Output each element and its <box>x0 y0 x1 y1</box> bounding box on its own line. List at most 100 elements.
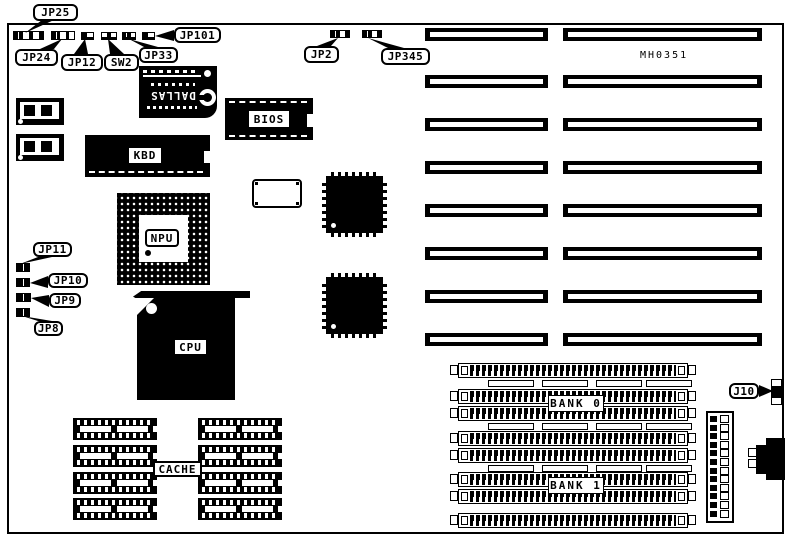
isa-slot-groove <box>430 294 543 299</box>
qfp-pins-left <box>322 282 326 329</box>
jumper-pin <box>23 279 29 286</box>
chip-pins-top <box>77 447 153 452</box>
simm-slot-gap <box>542 465 588 472</box>
bios-pins-top <box>229 101 307 103</box>
jumper-pin <box>17 294 24 301</box>
connector-hole <box>720 492 729 501</box>
simm-socket <box>458 363 688 378</box>
isa-slot <box>563 333 762 346</box>
simm-clip-right <box>678 392 685 401</box>
jumper-label-jp12: JP12 <box>61 54 103 71</box>
simm-slot-gap <box>542 423 588 430</box>
jumper-pin <box>82 33 88 37</box>
isa-slot <box>425 204 548 217</box>
qfp-pins-top <box>331 172 378 176</box>
chip-pins-bottom <box>77 460 153 465</box>
isa-slot <box>425 161 548 174</box>
jumper-pin <box>61 32 66 39</box>
bios-label: BIOS <box>248 110 290 128</box>
jp2-block <box>330 30 350 38</box>
chip-pins-top <box>202 473 278 479</box>
connector-pin <box>710 416 717 422</box>
jumper-pin <box>14 32 19 39</box>
dallas-logo-icon <box>199 89 216 106</box>
chip-label-area <box>80 453 111 459</box>
isa-slot-groove <box>430 251 543 256</box>
dallas-index-dot <box>204 70 211 77</box>
simm-pins-bottom <box>470 414 676 419</box>
simm-tab-right <box>688 491 696 501</box>
jumper-label-jp9: JP9 <box>49 293 81 308</box>
jumper-label-jp101: JP101 <box>174 27 221 43</box>
npu-pin1-dot <box>145 250 151 256</box>
chip-label-area <box>205 426 236 432</box>
simm-slot-gap <box>488 380 534 387</box>
isa-slot-groove <box>568 79 757 84</box>
chip-label-area <box>205 453 236 459</box>
jumper-pin <box>19 32 24 39</box>
qfp-index-dot <box>331 223 336 228</box>
qfp-pins-bottom <box>331 334 378 338</box>
jumper-pin <box>331 31 336 37</box>
isa-slot <box>563 204 762 217</box>
jp9-block <box>16 293 31 302</box>
cache-chip <box>198 445 282 467</box>
simm-tab-left <box>450 391 458 401</box>
isa-slot-groove <box>430 79 543 84</box>
jumper-label-jp10: JP10 <box>48 273 88 288</box>
simm-pins-bottom <box>470 521 676 526</box>
isa-slot <box>563 247 762 260</box>
jp345-block <box>362 30 382 38</box>
cache-chip <box>198 498 282 520</box>
chip-label-area <box>80 506 111 512</box>
jumper-pin <box>17 309 24 316</box>
chip-label-area <box>117 479 148 486</box>
jp12-block <box>81 32 94 40</box>
isa-slot-groove <box>568 337 757 342</box>
isa-slot-groove <box>430 32 543 37</box>
connector-hole <box>720 466 729 475</box>
jumper-pin <box>24 294 30 301</box>
isa-slot-groove <box>430 208 543 213</box>
jp24-block <box>51 31 75 40</box>
simm-socket <box>458 431 688 446</box>
chip-label-area <box>242 479 273 486</box>
j10-connector <box>771 379 782 405</box>
connector-pin <box>710 424 717 431</box>
simm-slot-gap <box>646 380 692 387</box>
simm-pins-bottom <box>470 439 676 444</box>
simm-clip-left <box>461 392 468 401</box>
chip-pins-bottom <box>77 513 153 518</box>
chip-label-area <box>242 426 273 432</box>
simm-tab-right <box>688 433 696 443</box>
isa-slot <box>425 247 548 260</box>
qfp-pins-right <box>383 282 387 329</box>
qfp-pins-top <box>331 273 378 277</box>
isa-slot-groove <box>568 32 757 37</box>
jumper-pin <box>88 33 93 37</box>
jumper-pin <box>23 264 29 271</box>
chip-pins-top <box>77 500 153 505</box>
simm-clip-right <box>678 516 685 525</box>
jumper-label-sw2: SW2 <box>104 54 139 71</box>
simm-tab-left <box>450 365 458 375</box>
dallas-chip-text: DALLAS <box>150 89 196 102</box>
power-header-1 <box>16 98 64 125</box>
connector-hole <box>720 483 729 492</box>
chip-label-area <box>242 453 273 459</box>
jumper-pin <box>367 31 373 37</box>
isa-slot <box>563 75 762 88</box>
chip-pins-bottom <box>77 486 153 492</box>
simm-tab-right <box>688 391 696 401</box>
chip-label-area <box>205 506 236 512</box>
connector-hole <box>720 440 729 449</box>
simm-slot-gap <box>646 423 692 430</box>
isa-slot <box>425 333 548 346</box>
bank0-label: BANK 0 <box>548 395 604 412</box>
connector-pin <box>710 502 717 508</box>
isa-slot-groove <box>430 122 543 127</box>
simm-tab-right <box>688 408 696 418</box>
jumper-pin <box>34 32 39 39</box>
isa-slot-groove <box>568 251 757 256</box>
chip-notch <box>278 506 282 512</box>
